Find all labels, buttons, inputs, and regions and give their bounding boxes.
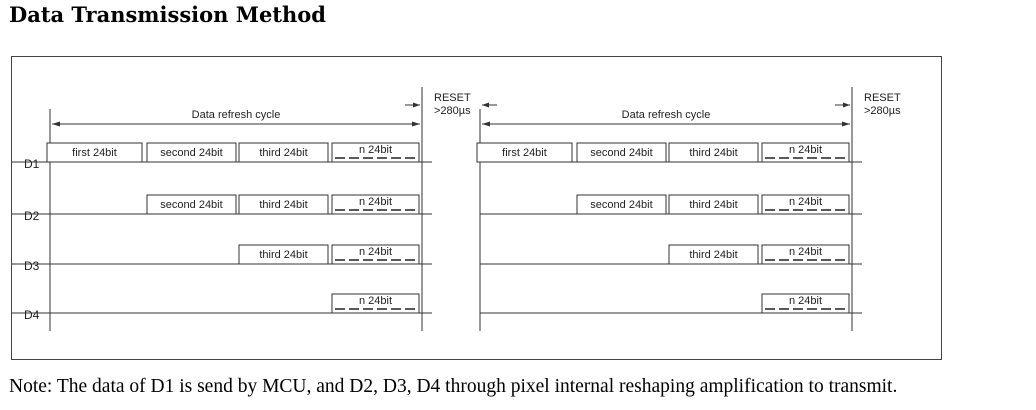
frame-2-row-3-box-label-2: n 24bit [789,246,822,258]
frame-2-row-1-box-label-4: n 24bit [789,144,822,156]
frame-1-reset-label: RESET [434,92,471,104]
frame-2-reset-start-arrow-head [482,102,489,108]
frame-1-row-3-box-label-2: n 24bit [359,246,392,258]
frame-1-row-1-box-label-2: second 24bit [160,147,222,159]
frame-2-cycle-arrow-head-right [842,121,850,127]
frame-1-row-2-box-1 [146,194,237,215]
note-text: Note: The data of D1 is send by MCU, and… [9,376,898,397]
frame-2-row-1-box-2 [576,142,667,163]
frame-2-row-2-box-1 [576,194,667,215]
frame-1-row-3-box-1 [238,244,329,265]
frame-2-row-2-box-label-1: second 24bit [590,199,652,211]
frame-2-cycle-label: Data refresh cycle [622,109,711,121]
frame-1-row-3-box-label-1: third 24bit [259,249,307,261]
frame-2-reset-label: RESET [864,92,901,104]
frame-2-row-4-box-label-1: n 24bit [789,295,822,307]
frame-2-reset-time: >280µs [864,105,901,117]
page-title: Data Transmission Method [9,2,326,27]
line-label-d2: D2 [24,209,40,223]
frame-2-reset-arrow-head [843,102,850,108]
frame-1-row-1-box-1 [46,142,143,163]
frame-2-row-2-box-label-3: n 24bit [789,196,822,208]
frame-1-cycle-arrow-head-left [52,121,60,127]
frame-1-row-1-box-label-4: n 24bit [359,144,392,156]
line-label-d1: D1 [24,157,40,171]
frame-1-row-1-box-label-3: third 24bit [259,147,307,159]
frame-2-row-1-box-3 [668,142,759,163]
frame-2-row-3-box-1 [668,244,759,265]
frame-2-row-2-box-label-2: third 24bit [689,199,737,211]
frame-1-row-4-box-label-1: n 24bit [359,295,392,307]
frame-1-row-2-box-label-1: second 24bit [160,199,222,211]
frame-2-row-1-box-label-1: first 24bit [502,147,547,159]
line-label-d3: D3 [24,259,40,273]
frame-1-reset-time: >280µs [434,105,471,117]
frame-1-row-1-box-3 [238,142,329,163]
line-label-d4: D4 [24,308,40,322]
frame-1-row-2-box-label-2: third 24bit [259,199,307,211]
frame-1-cycle-arrow-head-right [412,121,420,127]
frame-2-cycle-arrow-head-left [482,121,490,127]
frame-1-row-1-box-2 [146,142,237,163]
frame-2-row-2-box-2 [668,194,759,215]
frame-2-row-1-box-label-2: second 24bit [590,147,652,159]
frame-1-row-1-box-label-1: first 24bit [72,147,117,159]
frame-1-reset-arrow-head [413,102,420,108]
frame-2-row-1-box-label-3: third 24bit [689,147,737,159]
frame-2-row-1-box-1 [476,142,573,163]
frame-2-row-3-box-label-1: third 24bit [689,249,737,261]
frame-1-cycle-label: Data refresh cycle [192,109,281,121]
frame-1-row-2-box-label-3: n 24bit [359,196,392,208]
frame-1-row-2-box-2 [238,194,329,215]
